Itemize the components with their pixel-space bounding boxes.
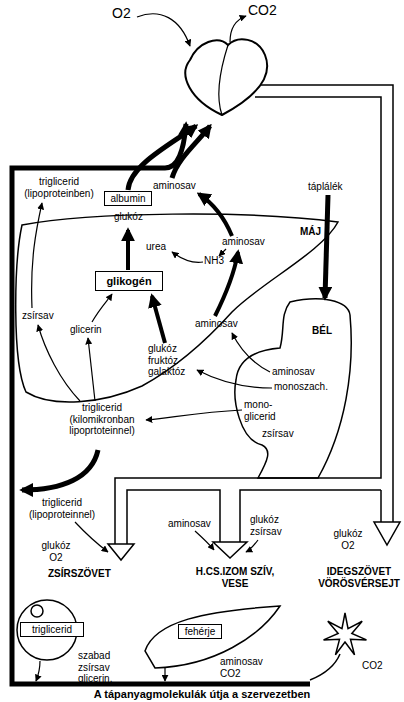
box-label: triglicerid (32, 624, 72, 636)
liver-shape (16, 214, 338, 402)
node-heading: MÁJ (300, 226, 321, 238)
substance-box: triglicerid (20, 622, 84, 637)
figure-caption: A tápanyagmolekulák útja a szervezetben (0, 688, 404, 701)
substance-label: aminosav (168, 518, 211, 530)
nerve-cell: IDEGSZÖVET VÖRÖSVÉRSEJT (300, 566, 404, 684)
flow-arrow (88, 338, 95, 401)
substance-label: zsírsav (262, 428, 294, 440)
shape-outline (12, 195, 342, 410)
flow-arrow (32, 203, 42, 308)
box-label: fehérje (185, 626, 216, 638)
heart-septum (219, 45, 228, 115)
flow-arrow (219, 249, 226, 256)
substance-label: CO2 (248, 2, 277, 18)
substance-label: glukóz O2 (328, 528, 368, 551)
substance-label: urea (146, 241, 166, 253)
cell-nucleus (31, 605, 43, 617)
chylomicron-arrow (22, 450, 98, 490)
substance-label: glukóz (114, 211, 143, 223)
flow-arrow (38, 325, 80, 401)
substance-label: aminosav (153, 180, 196, 192)
substance-label: mono- glicerid (244, 399, 286, 422)
substance-label: CO2 (362, 660, 383, 672)
flow-arrow (164, 668, 165, 681)
flow-arrow (146, 410, 242, 420)
open-arrow (374, 522, 400, 545)
flow-arrow (152, 296, 165, 343)
box-label: albumin (110, 193, 145, 205)
flow-arrow (172, 252, 203, 262)
neuron-axon (310, 654, 340, 680)
box-label: glikogén (106, 275, 151, 288)
flow-arrow (172, 126, 210, 178)
substance-label: zsírsav (22, 310, 54, 322)
substance-label: monoszach. (274, 381, 328, 393)
substance-label: aminosav (272, 366, 315, 378)
flow-arrow (36, 661, 40, 681)
flow-arrow (246, 540, 258, 552)
substance-label: glukóz zsírsav (250, 514, 292, 537)
venous-return (12, 124, 310, 684)
flow-arrow (230, 16, 246, 42)
open-arrow (213, 542, 247, 558)
substance-label: triglicerid (lipoproteinnel) (20, 497, 104, 520)
artery-line (380, 490, 382, 522)
liver-outline: MÁJ glikogén (12, 195, 342, 410)
shape-outline (145, 566, 285, 676)
intestine-shape (235, 299, 351, 478)
blood-vessels (108, 85, 400, 560)
neuron-body (324, 613, 367, 655)
flow-arrow (126, 230, 130, 270)
artery-line (115, 97, 381, 544)
substance-label: triglicerid (kilomikronban lipoprtoteinn… (60, 402, 144, 437)
substance-box: fehérje (178, 624, 222, 639)
substance-box: glikogén (95, 271, 163, 291)
node-heading: ZSÍRSZÖVET (48, 568, 111, 580)
heart (185, 39, 267, 115)
substance-label: aminosav CO2 (220, 656, 265, 679)
flow-arrow (75, 522, 108, 552)
node-heading: IDEGSZÖVET VÖRÖSVÉRSEJT (316, 566, 402, 589)
heart-outline (185, 39, 267, 115)
substance-label: glukóz fruktóz galaktóz (148, 343, 194, 378)
artery-line (255, 85, 393, 522)
open-arrow (108, 544, 134, 560)
flow-arrow (232, 333, 270, 372)
substance-label: táplálék (308, 181, 342, 193)
substance-label: aminosav (222, 236, 265, 248)
thick-flows (12, 124, 328, 684)
substance-label: NH3 (204, 255, 224, 267)
food-arrow (325, 195, 328, 298)
substance-label: triglicerid (lipoproteinben) (18, 176, 100, 199)
substance-box: albumin (104, 191, 152, 206)
flow-arrow (137, 14, 190, 46)
muscle-cell: H.CS.IZOM SZÍV, VESE fehérje (145, 566, 285, 676)
node-heading: BÉL (312, 325, 332, 337)
substance-label: glicerin (70, 324, 102, 336)
substance-label: O2 (112, 5, 131, 21)
substance-label: aminosav (195, 318, 238, 330)
substance-label: szabad zsírsav glicerin, (78, 650, 144, 685)
node-heading: H.CS.IZOM SZÍV, VESE (195, 566, 275, 589)
artery-line (127, 490, 220, 544)
substance-label: glukóz O2 (36, 540, 76, 563)
flow-arrow (92, 294, 112, 322)
flow-arrow (195, 531, 214, 550)
